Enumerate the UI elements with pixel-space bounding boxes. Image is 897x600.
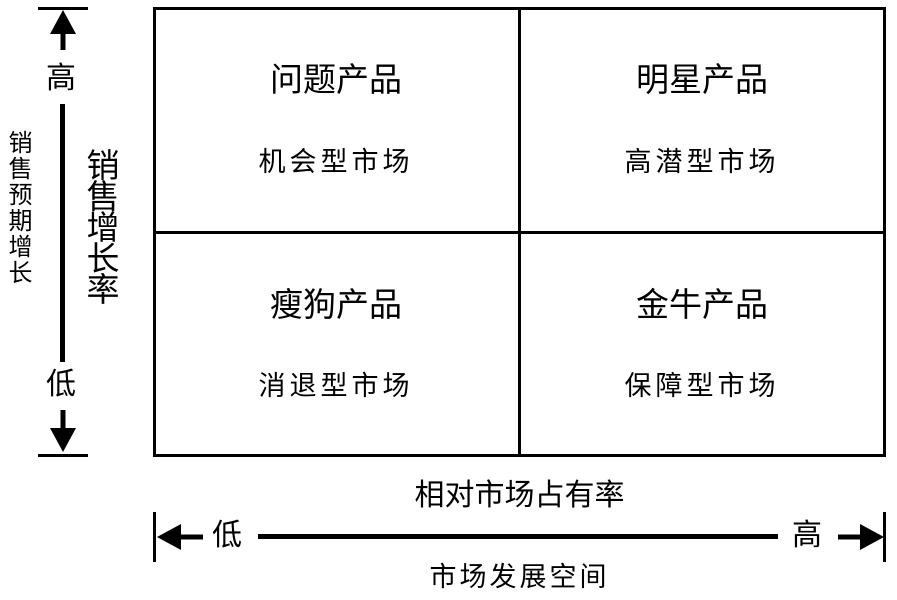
- down-arrow-icon: [50, 410, 76, 452]
- x-axis-title: 相对市场占有率: [414, 478, 625, 513]
- quadrant-bottom-right-subtitle: 保障型市场: [624, 371, 780, 402]
- y-axis-outer-label: 销售预期增长: [4, 130, 32, 286]
- up-arrow-icon: [50, 10, 76, 50]
- quadrant-top-right-title: 明星产品: [636, 60, 768, 99]
- y-axis-line: [60, 104, 65, 362]
- left-arrow-icon: [157, 524, 203, 550]
- right-arrow-icon: [838, 524, 884, 550]
- x-axis-right-tick: [883, 512, 886, 562]
- x-axis-low-label: 低: [212, 518, 242, 553]
- quadrant-top-left-subtitle: 机会型市场: [258, 147, 414, 178]
- x-axis-left-tick: [153, 512, 156, 562]
- x-axis-line: [258, 534, 778, 539]
- quadrant-bottom-left-subtitle: 消退型市场: [258, 371, 414, 402]
- x-axis-high-label: 高: [792, 518, 822, 553]
- y-axis-low-label: 低: [46, 367, 76, 402]
- x-axis-subtitle: 市场发展空间: [429, 562, 610, 593]
- quadrant-top-right-subtitle: 高潜型市场: [624, 147, 780, 178]
- quadrant-bottom-left-title: 瘦狗产品: [270, 285, 402, 324]
- quadrant-bottom-right-title: 金牛产品: [636, 285, 768, 324]
- y-axis-bottom-tick: [38, 454, 88, 457]
- y-axis-top-tick: [38, 7, 88, 10]
- y-axis-inner-label: 销售增长率: [81, 148, 120, 303]
- y-axis-high-label: 高: [46, 61, 76, 96]
- horizontal-divider: [153, 231, 886, 234]
- quadrant-top-left-title: 问题产品: [270, 60, 402, 99]
